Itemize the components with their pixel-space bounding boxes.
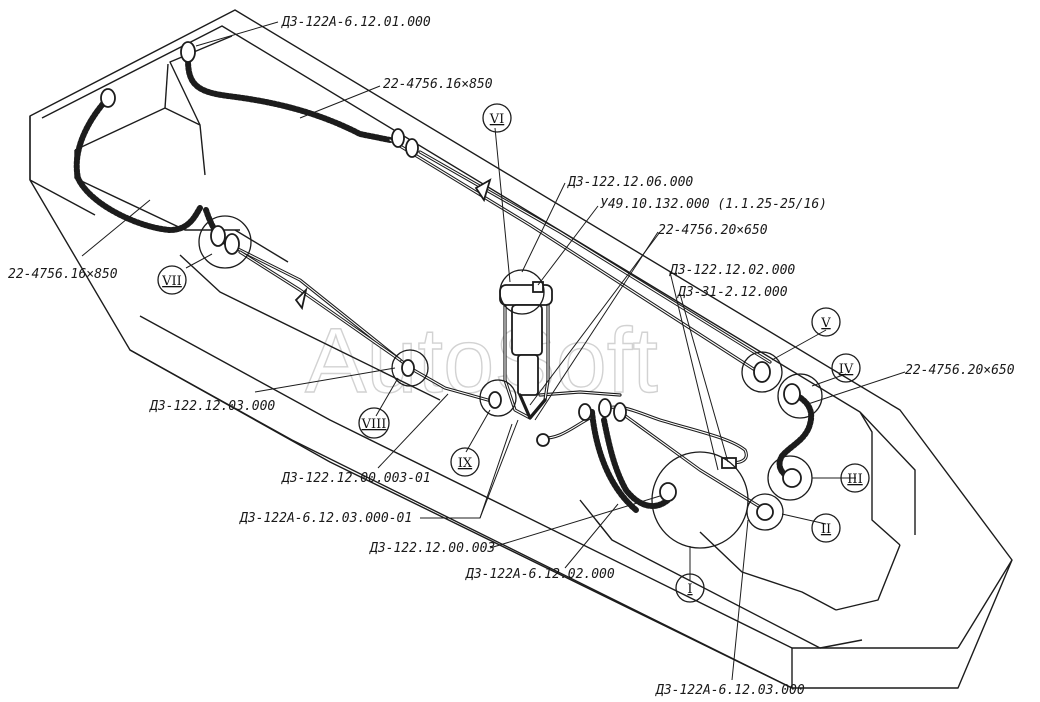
callout-VIII: VIII — [358, 407, 390, 439]
callout-VI: VI — [482, 103, 512, 133]
hose-lower-1 — [601, 417, 671, 509]
svg-text:VII: VII — [161, 274, 182, 289]
svg-text:II: II — [821, 522, 831, 537]
label-u49-10-132-000: У49.10.132.000 (1.1.25-25/16) — [600, 197, 827, 212]
hose-right — [776, 389, 815, 481]
svg-text:IX: IX — [458, 456, 473, 471]
hose-lower-2 — [589, 409, 639, 513]
label-dz-122-12-06-000: ДЗ-122.12.06.000 — [567, 175, 693, 190]
svg-text:I: I — [687, 582, 692, 597]
label-dz-122-12-00-003: ДЗ-122.12.00.003 — [369, 541, 495, 556]
detail-circles — [198, 215, 823, 549]
label-dz-122-12-03-000: ДЗ-122.12.03.000 — [149, 399, 275, 414]
callout-III: III — [840, 463, 870, 493]
label-22-4756-16x850-left: 22-4756.16×850 — [8, 267, 118, 282]
callout-II: II — [811, 513, 841, 543]
part-labels: ДЗ-122А-6.12.01.000 22-4756.16×850 ДЗ-12… — [8, 15, 1015, 698]
hose-left — [73, 95, 203, 233]
leader-lines — [81, 21, 906, 681]
label-22-4756-20x650-right: 22-4756.20×650 — [905, 363, 1015, 378]
fittings — [100, 41, 802, 521]
callout-V: V — [811, 307, 841, 337]
svg-text:V: V — [820, 316, 831, 331]
hoses — [73, 57, 815, 513]
label-dz-122a-6-12-02-000: ДЗ-122А-6.12.02.000 — [465, 567, 615, 582]
svg-text:IV: IV — [839, 362, 854, 377]
callout-IX: IX — [450, 447, 480, 477]
svg-text:VI: VI — [489, 112, 505, 127]
hose-top — [185, 57, 393, 143]
label-dz-122-12-00-003-01: ДЗ-122.12.00.003-01 — [281, 471, 431, 486]
label-dz-122a-6-12-03-000-01: ДЗ-122А-6.12.03.000-01 — [239, 511, 412, 526]
callout-IV: IV — [831, 353, 861, 383]
label-dz-122a-6-12-03-000: ДЗ-122А-6.12.03.000 — [655, 683, 805, 698]
distribution-block — [499, 281, 553, 420]
callout-VII: VII — [157, 265, 187, 295]
callout-I: I — [675, 573, 705, 603]
svg-text:VIII: VIII — [361, 417, 387, 432]
label-22-4756-16x850-top: 22-4756.16×850 — [383, 77, 493, 92]
label-22-4756-20x650-center: 22-4756.20×650 — [658, 223, 768, 238]
label-dz-31-2-12-000: ДЗ-31-2.12.000 — [677, 285, 788, 300]
frame-structure — [29, 9, 1013, 689]
label-dz-122a-6-12-01-000: ДЗ-122А-6.12.01.000 — [281, 15, 431, 30]
roman-callouts: VI VII VIII IX V IV III II — [157, 103, 870, 603]
label-dz-122-12-02-000: ДЗ-122.12.02.000 — [669, 263, 795, 278]
svg-text:III: III — [847, 472, 862, 487]
watermark: AutoSoft — [305, 310, 658, 412]
